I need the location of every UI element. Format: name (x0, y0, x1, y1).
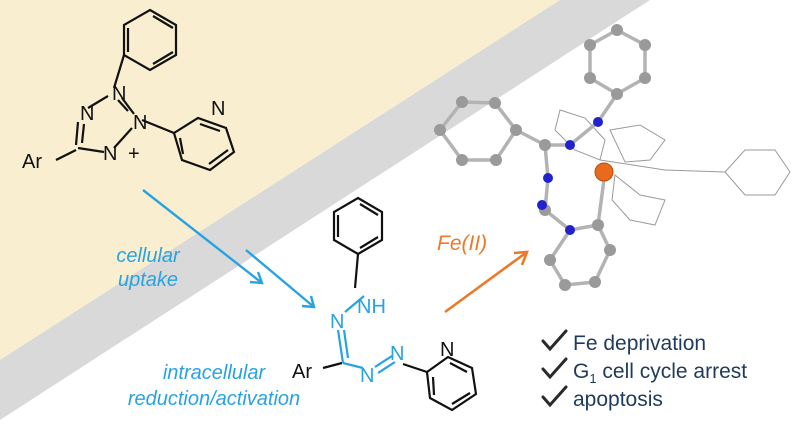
formazan-structure (322, 196, 478, 412)
formazan-nh: NH (357, 296, 386, 318)
pyridine-n-formazan: N (440, 339, 454, 361)
tetrazole-n3: N (133, 112, 147, 134)
uptake-label: cellular uptake (108, 244, 188, 292)
uptake-arrows (142, 189, 316, 309)
formazan-n3: N (390, 343, 404, 365)
uptake-label-line1: cellular (116, 245, 180, 267)
pyridine-n-top: N (211, 98, 225, 120)
iron-label: Fe(II) (437, 232, 488, 255)
phenyl-ring-top (122, 8, 178, 72)
uptake-arrow (142, 189, 263, 284)
tetrazolium-charge: + (128, 143, 140, 165)
formazan-blue-bonds (336, 295, 396, 374)
formazan-ar: Ar (292, 361, 312, 383)
cell-cycle-text: cell cycle arrest (596, 360, 748, 383)
reduction-label-line1: intracellular (162, 362, 266, 384)
tetrazole-n1: N (112, 83, 126, 105)
formazan-labels: NH N N N N Ar (292, 296, 454, 387)
tetrazole-n4: N (103, 143, 117, 165)
tetrazole-n2: N (80, 103, 94, 125)
iron-arrow (444, 250, 529, 314)
pyridine-ring-formazan (425, 355, 478, 412)
uptake-label-line2: uptake (117, 269, 179, 291)
effects-checkmarks (541, 329, 568, 408)
pyridine-ring-top (172, 116, 236, 172)
gray-band (0, 0, 650, 420)
tetrazolium-ar: Ar (22, 151, 42, 173)
iron-complex-atoms (434, 24, 651, 291)
reduction-label-line2: reduction/activation (127, 388, 301, 410)
effect-apoptosis: apoptosis (573, 388, 663, 411)
g1-prefix: G (573, 360, 590, 383)
checkmark-icon (541, 357, 568, 380)
g1-subscript: 1 (589, 371, 597, 387)
tetrazolium-structure (55, 8, 236, 172)
iron-atom (594, 162, 614, 182)
formazan-n1: N (330, 311, 344, 333)
phenyl-ring-formazan (332, 196, 384, 256)
effect-fe-deprivation: Fe deprivation (573, 332, 707, 355)
checkmark-icon (541, 329, 568, 352)
reduction-label: intracellular reduction/activation (104, 360, 324, 412)
tetrazolium-labels: N N N N + Ar N (22, 83, 225, 173)
effect-cell-cycle-arrest: G1 cell cycle arrest (573, 360, 747, 386)
formazan-n2: N (360, 365, 374, 387)
reduction-arrow (245, 249, 315, 308)
iron-complex-wireframe (554, 109, 791, 226)
checkmark-icon (541, 385, 568, 408)
